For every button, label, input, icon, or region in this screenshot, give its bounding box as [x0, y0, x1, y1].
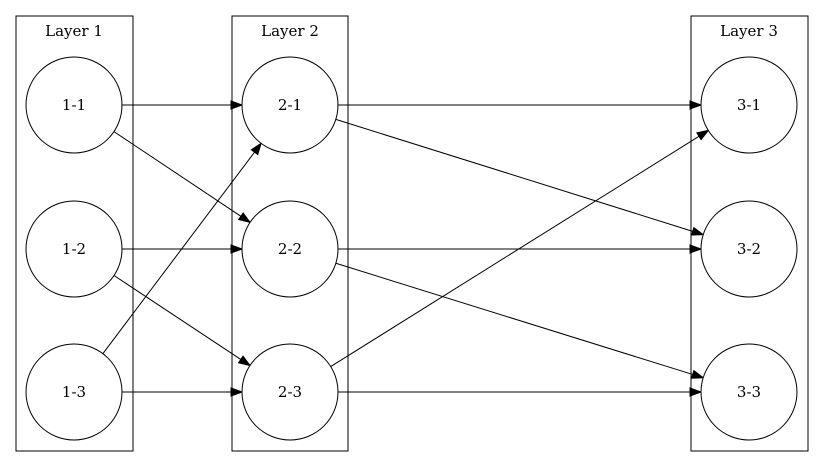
node-circle: [241, 343, 339, 441]
arrowhead-icon: [230, 244, 244, 254]
edge-2-3-to-3-3: [338, 387, 703, 397]
edge-1-3-to-2-1: [102, 142, 263, 354]
edge-line: [102, 151, 255, 354]
edge-1-3-to-2-3: [122, 387, 244, 397]
edge-2-3-to-3-1: [330, 129, 710, 367]
layers-group: Layer 1 Layer 2 Layer 3: [15, 15, 809, 452]
node-circle: [25, 56, 123, 154]
edge-line: [335, 118, 693, 232]
node-circle: [241, 56, 339, 154]
edge-1-1-to-2-2: [113, 131, 252, 224]
node-circle: [25, 200, 123, 298]
node-3-3: 3-3: [700, 343, 798, 441]
layer-label: Layer 3: [720, 22, 778, 40]
arrowhead-icon: [696, 129, 710, 141]
arrowhead-icon: [250, 142, 263, 156]
arrowhead-icon: [690, 369, 705, 379]
node-circle: [241, 200, 339, 298]
node-1-3: 1-3: [25, 343, 123, 441]
node-label: 3-3: [737, 383, 761, 401]
node-3-2: 3-2: [700, 200, 798, 298]
node-2-2: 2-2: [241, 200, 339, 298]
arrowhead-icon: [689, 100, 703, 110]
edge-2-1-to-3-2: [335, 118, 705, 236]
node-label: 2-1: [278, 96, 302, 114]
nodes-group: 1-1 1-2 1-3 2-1 2-2 2-3 3-1 3-2 3-3: [25, 56, 798, 441]
node-circle: [700, 343, 798, 441]
edge-line: [113, 275, 242, 360]
node-label: 2-2: [278, 240, 302, 258]
node-2-3: 2-3: [241, 343, 339, 441]
node-label: 1-3: [62, 383, 86, 401]
edge-2-2-to-3-3: [335, 262, 705, 379]
node-label: 1-1: [62, 96, 86, 114]
arrowhead-icon: [230, 100, 244, 110]
node-label: 3-2: [737, 240, 761, 258]
arrowhead-icon: [689, 244, 703, 254]
node-1-2: 1-2: [25, 200, 123, 298]
layer-label: Layer 2: [261, 22, 319, 40]
node-2-1: 2-1: [241, 56, 339, 154]
node-3-1: 3-1: [700, 56, 798, 154]
node-label: 1-2: [62, 240, 86, 258]
edge-line: [113, 131, 242, 217]
edges-group: [102, 100, 710, 397]
node-circle: [700, 56, 798, 154]
arrowhead-icon: [237, 355, 252, 367]
layer-label: Layer 1: [45, 22, 103, 40]
node-label: 3-1: [737, 96, 761, 114]
edge-2-1-to-3-1: [338, 100, 703, 110]
arrowhead-icon: [230, 387, 244, 397]
node-circle: [700, 200, 798, 298]
edge-line: [335, 262, 693, 375]
edge-1-1-to-2-1: [122, 100, 244, 110]
arrowhead-icon: [690, 226, 705, 236]
node-circle: [25, 343, 123, 441]
arrowhead-icon: [689, 387, 703, 397]
arrowhead-icon: [237, 212, 252, 224]
edge-2-2-to-3-2: [338, 244, 703, 254]
node-1-1: 1-1: [25, 56, 123, 154]
edge-1-2-to-2-3: [113, 275, 252, 367]
node-label: 2-3: [278, 383, 302, 401]
edge-1-2-to-2-2: [122, 244, 244, 254]
edge-line: [330, 135, 700, 367]
